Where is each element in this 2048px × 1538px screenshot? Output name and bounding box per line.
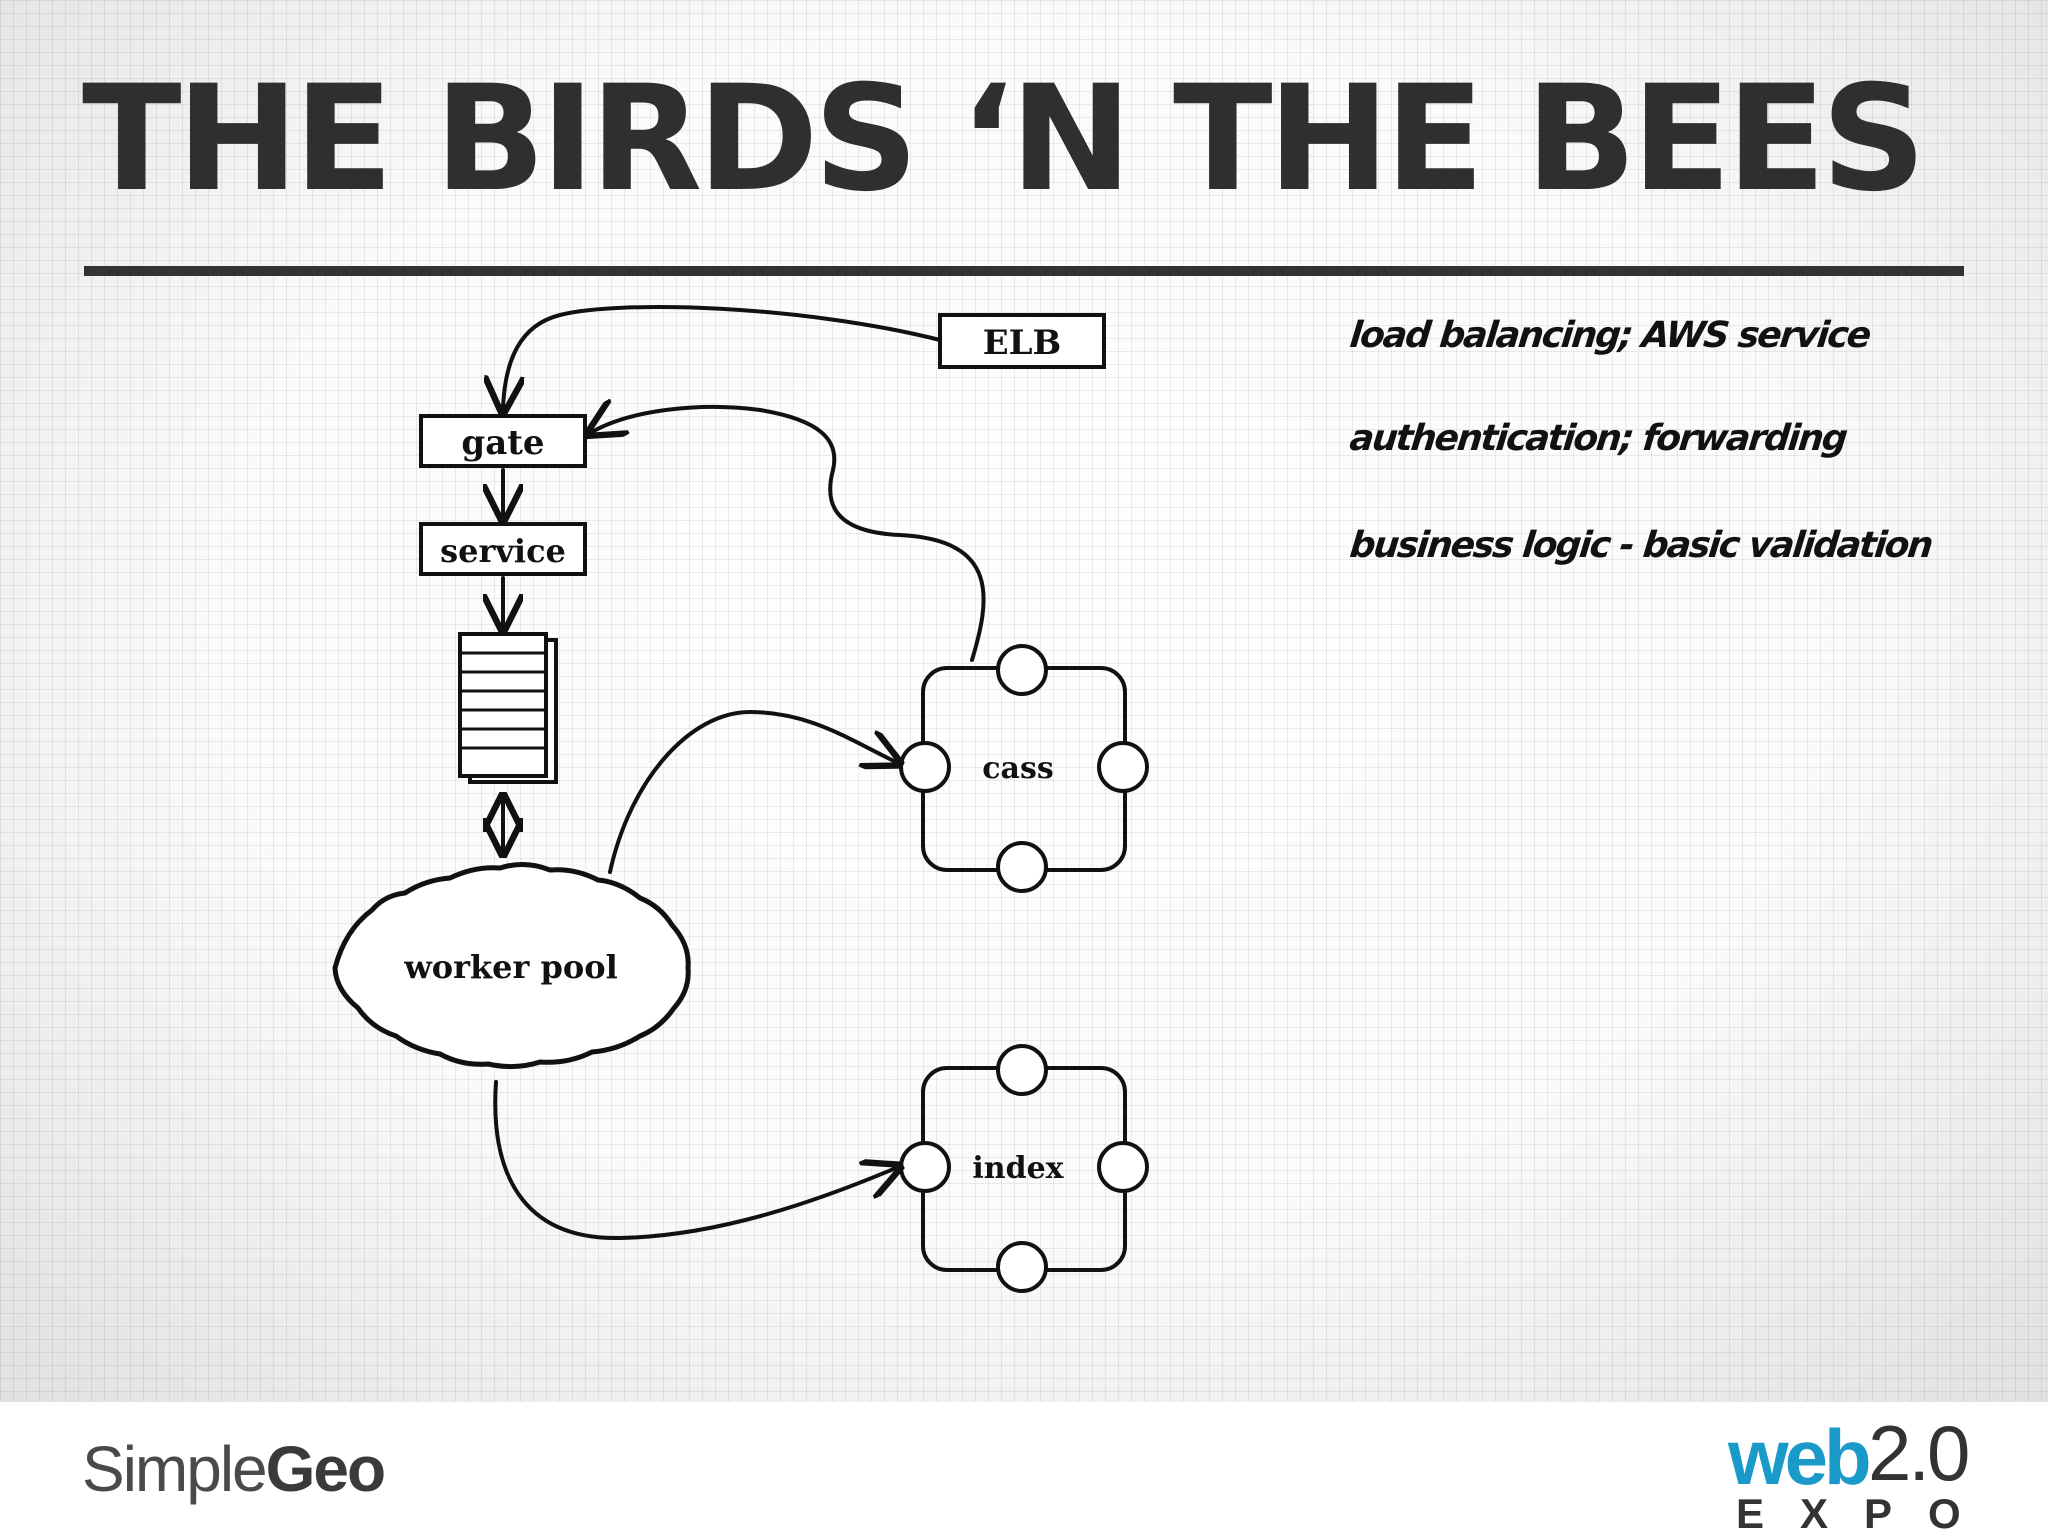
cass-label: cass: [982, 751, 1053, 786]
title-divider: [84, 266, 1964, 276]
gate-node: gate: [419, 414, 587, 468]
index-label: index: [972, 1151, 1064, 1186]
cass-node: cass: [899, 644, 1149, 893]
simplegeo-logo: SimpleGeo: [82, 1432, 386, 1506]
note-elb: load balancing; AWS service: [1347, 315, 1872, 356]
cass-to-gate-arrow: [592, 407, 986, 662]
note-service: business logic - basic validation: [1347, 525, 1934, 566]
gate-label: gate: [461, 423, 544, 463]
architecture-diagram: ELB gate service worker pool cass: [332, 305, 1149, 1293]
simplegeo-logo-text-2: Geo: [265, 1433, 386, 1505]
slide-title: THE BIRDS ‘N THE BEES: [82, 54, 1926, 224]
web20-logo-web: web: [1728, 1413, 1872, 1501]
elb-to-gate-arrow: [503, 305, 942, 408]
queue-stack-icon: [458, 632, 558, 784]
web20-expo-logo: web 2.0 EXPO: [1728, 1400, 1970, 1537]
index-node: index: [899, 1044, 1149, 1293]
worker-pool-node: worker pool: [332, 862, 691, 1070]
worker-pool-label: worker pool: [403, 948, 618, 986]
worker-to-cass-arrow: [608, 709, 896, 874]
web20-logo-expo: EXPO: [1736, 1490, 1997, 1537]
elb-node: ELB: [938, 313, 1106, 369]
service-node: service: [419, 522, 587, 576]
note-gate: authentication; forwarding: [1347, 418, 1848, 459]
service-label: service: [440, 532, 566, 570]
simplegeo-logo-text-1: Simple: [82, 1433, 268, 1505]
web20-logo-version: 2.0: [1868, 1409, 1970, 1497]
slide-background: [0, 0, 2048, 1402]
footer-bar: [0, 1402, 2048, 1536]
elb-label: ELB: [983, 323, 1062, 363]
worker-to-index-arrow: [493, 1080, 896, 1241]
